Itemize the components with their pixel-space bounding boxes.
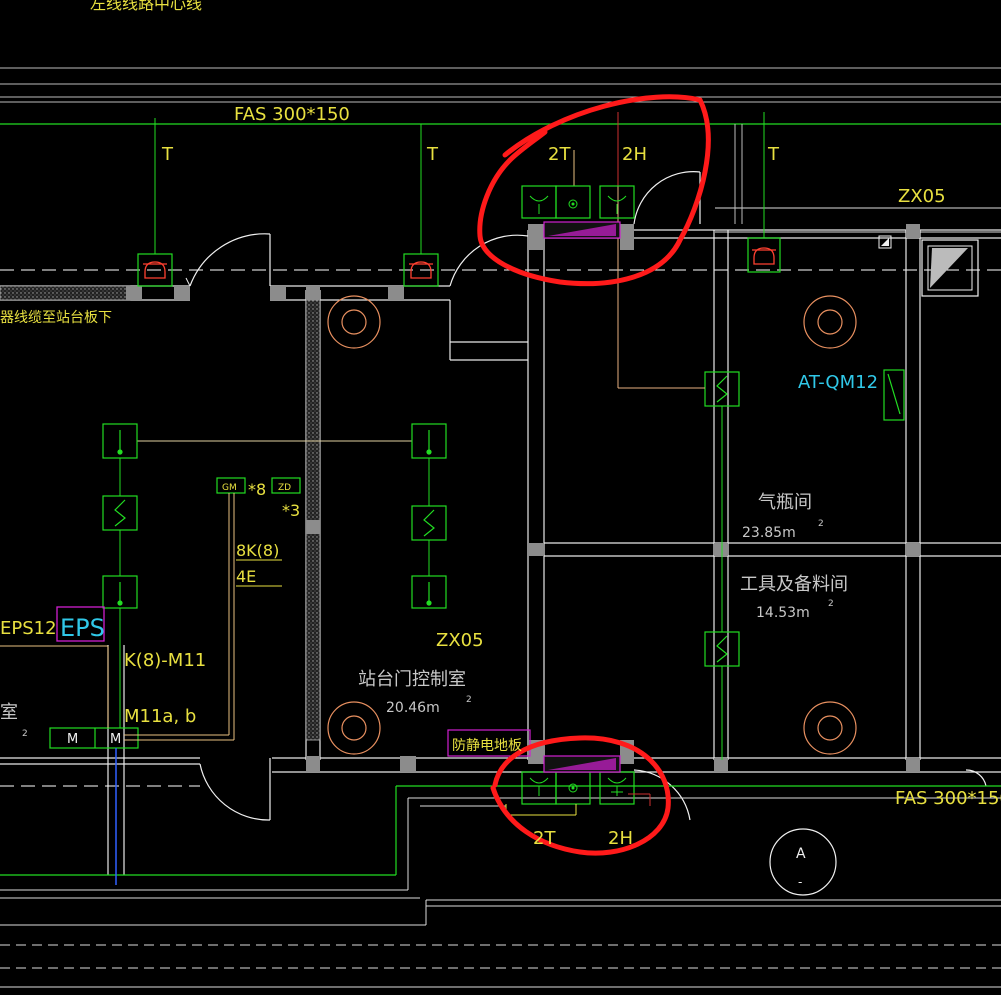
device-boxes [49, 369, 905, 749]
control-room-label: 站台门控制室 [358, 669, 466, 690]
module-icons [114, 373, 901, 663]
axis-bubble-a [769, 828, 837, 896]
m-label-2: M [110, 732, 121, 747]
bottom-lines [0, 785, 1001, 988]
gas-room-area: 23.85m [742, 525, 796, 541]
gm-label: GM [222, 483, 237, 493]
eps-box-label: EPS [60, 614, 105, 642]
two-h-label-top: 2H [622, 144, 647, 165]
t-label-1: T [161, 144, 174, 165]
socket-group-bottom [505, 755, 651, 816]
telephone-drops [154, 112, 765, 254]
gas-room-area-sup: 2 [818, 519, 824, 529]
socket-group-top [521, 185, 635, 239]
m-label-1: M [67, 732, 78, 747]
control-room-area: 20.46m [386, 700, 440, 716]
four-e-label: 4E [236, 567, 256, 586]
x8-label: *8 [248, 480, 266, 499]
antistatic-floor-box [447, 729, 531, 757]
column-blocks [126, 224, 920, 772]
doors [189, 171, 987, 821]
antistatic-label: 防静电地板 [452, 738, 522, 754]
x3-label: *3 [282, 501, 300, 520]
t-label-3: T [767, 144, 780, 165]
top-cut-label: 左线线路中心线 [90, 0, 202, 13]
left-cable-label: 器线缆至站台板下 [0, 310, 112, 326]
axis-dash: - [798, 875, 802, 889]
zx05-label-top: ZX05 [898, 186, 946, 207]
t-label-2: T [426, 144, 439, 165]
bk8-label: 8K(8) [236, 541, 279, 560]
device-wiring [119, 406, 723, 760]
cable-lines [0, 114, 705, 741]
two-h-label-bottom: 2H [608, 828, 633, 849]
k8-m11-label: K(8)-M11 [124, 650, 206, 671]
tool-room-area-sup: 2 [828, 599, 834, 609]
zd-label: ZD [278, 483, 291, 493]
two-t-label-bottom: 2T [533, 828, 556, 849]
telephone-icon [143, 247, 776, 279]
axis-a-label: A [796, 846, 806, 862]
guide-lines [734, 124, 743, 224]
fas-label-bottom: FAS 300*150 [895, 788, 1001, 809]
smoke-detector-circles [327, 295, 857, 755]
at-qm12-label: AT-QM12 [798, 372, 878, 393]
left-room-sup: 2 [22, 729, 28, 739]
distribution-panel [921, 239, 979, 297]
annotation-circle-top [477, 94, 711, 287]
annotation-circle-bottom [490, 735, 671, 856]
tool-room-label: 工具及备料间 [740, 574, 848, 595]
m11ab-label: M11a, b [124, 706, 196, 727]
eps12-label: EPS12 [0, 618, 57, 639]
gas-room-label: 气瓶间 [758, 492, 812, 513]
two-t-label-top: 2T [548, 144, 571, 165]
fas-label-top: FAS 300*150 [234, 104, 350, 125]
tool-room-area: 14.53m [756, 605, 810, 621]
left-room-label: 室 [0, 702, 18, 723]
walls [0, 229, 1001, 875]
control-room-area-sup: 2 [466, 695, 472, 705]
telephone-boxes [137, 237, 781, 287]
top-track-lines [0, 67, 1001, 103]
zx05-label-mid: ZX05 [436, 630, 484, 651]
hatched-wall-top [0, 285, 131, 301]
eps-box [56, 606, 105, 642]
